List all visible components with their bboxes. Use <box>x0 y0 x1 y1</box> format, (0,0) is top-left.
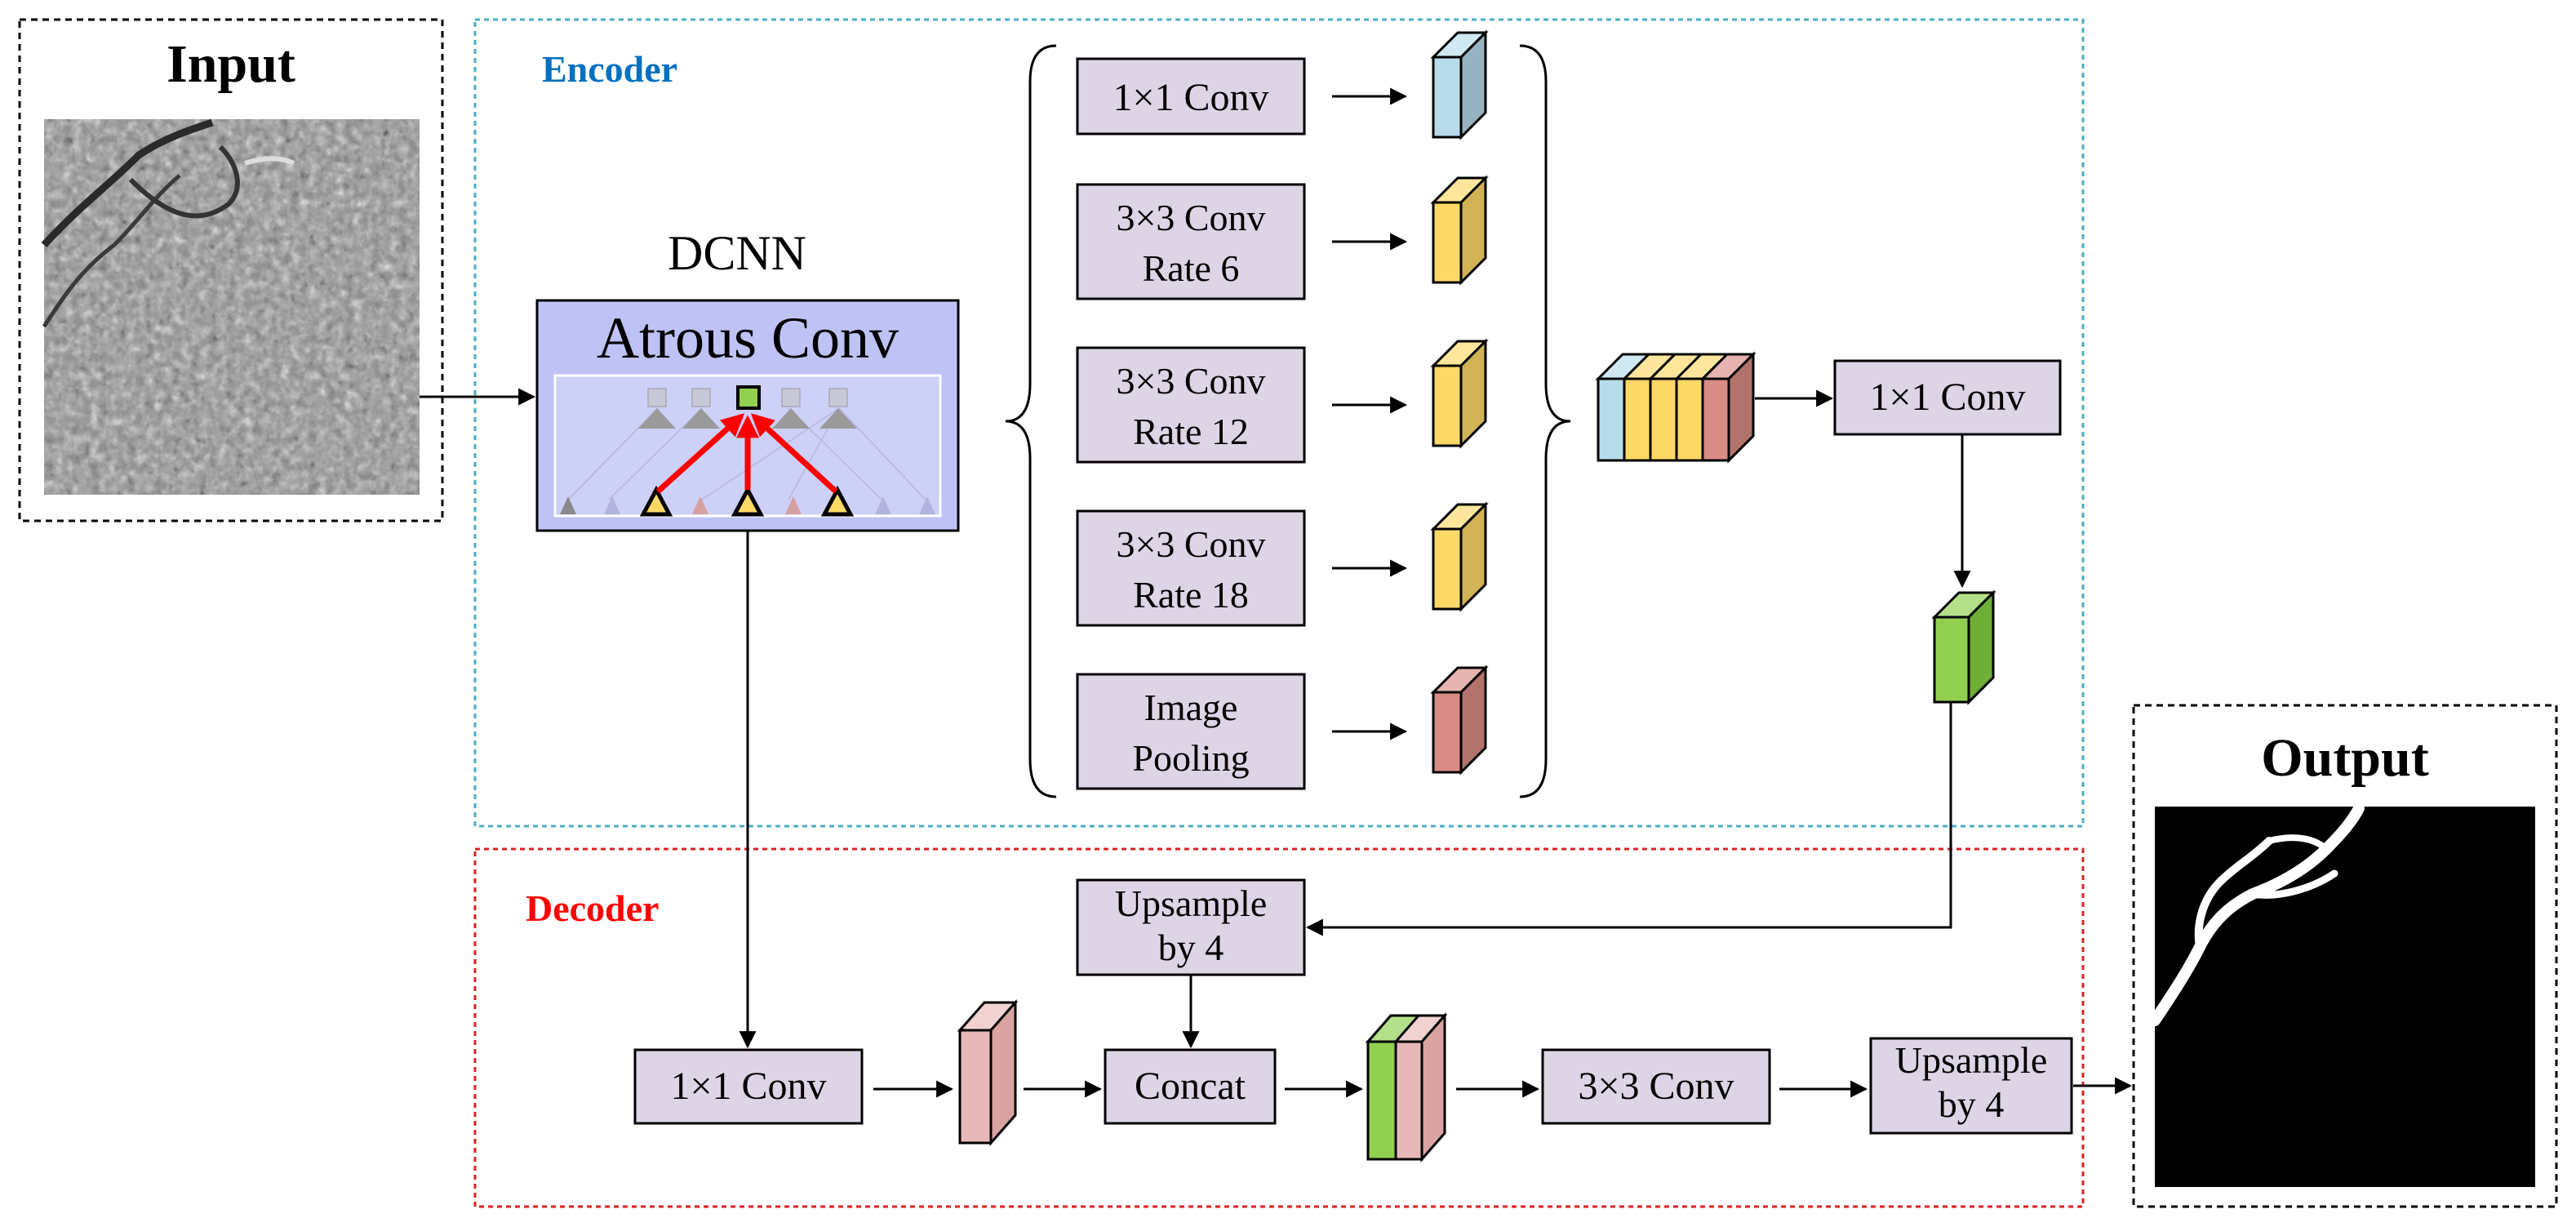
aspp-branch-cube <box>1430 29 1489 140</box>
concat-feature-cube <box>1365 1012 1448 1163</box>
output-mask <box>2149 802 2535 1187</box>
aspp-branch-label-line2: Rate 12 <box>1133 411 1249 452</box>
aspp-branch-cube <box>1430 665 1489 776</box>
upsample-top-line1: Upsample <box>1115 882 1268 924</box>
encoder-label: Encoder <box>542 48 677 90</box>
aspp-branch-label-line2: Rate 6 <box>1143 247 1240 289</box>
right-brace <box>1519 44 1571 798</box>
low-level-conv-box: 1×1 Conv <box>633 1048 864 1125</box>
aspp-concat-stack <box>1595 351 1757 464</box>
output-panel: Output <box>2132 704 2558 1208</box>
input-title: Input <box>167 34 295 94</box>
output-title: Output <box>2261 728 2428 788</box>
aspp-branch-box <box>1076 509 1306 627</box>
low-level-feature-cube <box>957 999 1019 1146</box>
concat-label: Concat <box>1135 1065 1246 1108</box>
aspp-branch-box <box>1076 57 1306 136</box>
encoder-panel: Encoder DCNN Atrous Conv <box>473 18 2085 828</box>
aspp-branch-label-line2: Rate 18 <box>1133 574 1249 616</box>
aspp-branch-cube <box>1430 175 1489 286</box>
aspp-branch-box <box>1076 346 1306 464</box>
atrous-conv-block: Atrous Conv <box>535 299 960 532</box>
aspp-branch-label-line1: 3×3 Conv <box>1116 197 1265 238</box>
left-brace <box>1005 44 1057 798</box>
input-panel: Input <box>18 18 444 522</box>
upsample-top-line2: by 4 <box>1158 927 1224 968</box>
connection-arrows <box>420 388 2133 1098</box>
upsample-final-line2: by 4 <box>1939 1083 2005 1125</box>
decoder-conv3-label: 3×3 Conv <box>1578 1065 1734 1108</box>
stack-slice <box>1649 377 1678 462</box>
concat-box: Concat <box>1104 1048 1277 1125</box>
upsample-final-box: Upsample by 4 <box>1869 1037 2073 1135</box>
low-level-conv-label: 1×1 Conv <box>670 1065 826 1108</box>
aspp-branch-label-line1: 3×3 Conv <box>1116 523 1265 565</box>
arrow-cube-to-upsample <box>1305 702 1952 936</box>
decoder-conv3-box: 3×3 Conv <box>1541 1048 1771 1125</box>
aspp-branch-label-line2: Pooling <box>1132 737 1249 779</box>
merge-conv-box: 1×1 Conv <box>1833 359 2062 436</box>
aspp-branch-box <box>1076 673 1306 790</box>
aspp-branch-box <box>1076 183 1306 300</box>
decoder-label: Decoder <box>526 887 659 929</box>
decoder-panel: Decoder Upsample by 4 1×1 Conv Concat <box>473 847 2085 1208</box>
stack-slice <box>1597 377 1626 462</box>
input-image <box>41 118 420 495</box>
atrous-conv-illustration <box>560 385 935 517</box>
stack-slice <box>1701 377 1730 462</box>
aspp-branch-label-line1: 3×3 Conv <box>1116 360 1265 402</box>
dcnn-label: DCNN <box>668 226 806 280</box>
stack-slice <box>1675 377 1704 462</box>
encoder-output-cube <box>1931 589 1996 705</box>
aspp-branch-cube <box>1430 501 1489 612</box>
merge-conv-label: 1×1 Conv <box>1869 376 2025 419</box>
aspp-branch: 1×1 Conv <box>1076 29 1489 140</box>
stack-side <box>1727 351 1755 464</box>
stack-slice <box>1623 377 1652 462</box>
upsample-top-box: Upsample by 4 <box>1076 878 1306 976</box>
aspp-branch-label-line1: Image <box>1144 687 1238 728</box>
aspp-branch-cube <box>1430 338 1489 449</box>
upsample-final-line1: Upsample <box>1895 1039 2048 1081</box>
aspp-branch-label: 1×1 Conv <box>1113 76 1268 119</box>
atrous-conv-label: Atrous Conv <box>597 305 899 371</box>
